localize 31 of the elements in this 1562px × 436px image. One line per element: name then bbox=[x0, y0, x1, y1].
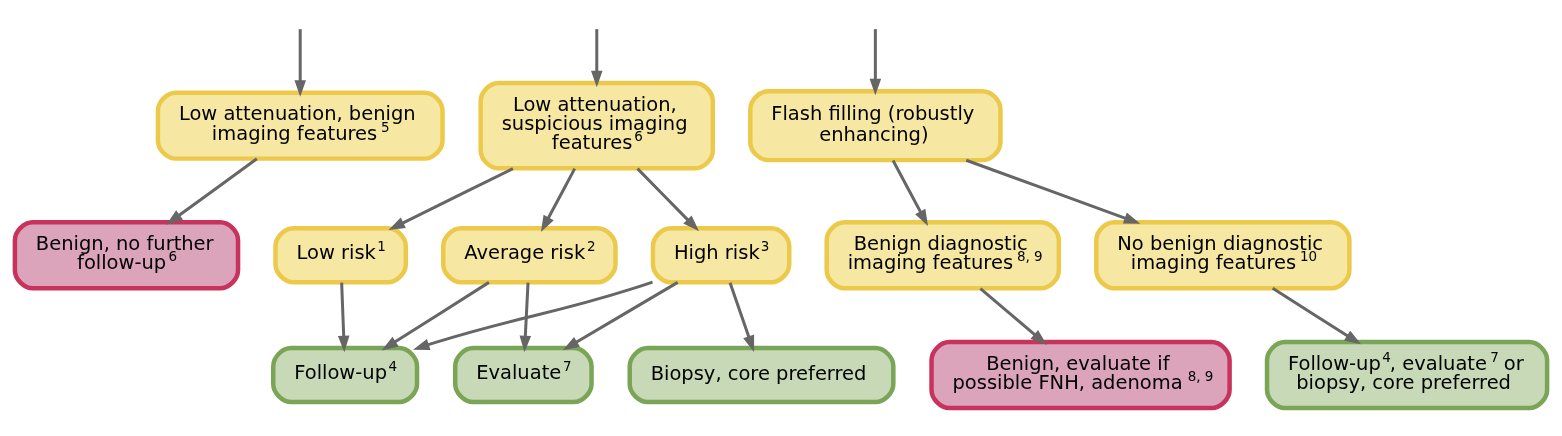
arrow bbox=[540, 167, 577, 233]
arrow bbox=[728, 282, 755, 352]
node-box: Low risk$^{1}$ bbox=[273, 226, 409, 285]
arrow bbox=[979, 287, 1047, 346]
node-box: Benign diagnostic imaging features$^{8, 9}$ bbox=[824, 220, 1062, 291]
node-box: Low attenuation, benign imaging features$^{5}$ bbox=[155, 90, 445, 161]
arrow bbox=[1271, 287, 1361, 345]
node-box: High risk$^{3}$ bbox=[650, 226, 792, 285]
node-box: Benign, no further follow-up$^{6}$ bbox=[12, 220, 241, 291]
node-box: Low attenuation, suspicious imaging features$^{6}$ bbox=[478, 80, 716, 171]
node-box: Flash filling (robustly enhancing) bbox=[748, 89, 1003, 163]
node-box: Average risk$^{2}$ bbox=[441, 226, 618, 285]
arrow bbox=[519, 282, 532, 353]
node-box: No benign diagnostic imaging features$^{10}$ bbox=[1094, 220, 1352, 291]
arrow bbox=[891, 159, 928, 227]
node-box: Follow-up$^{4}$ bbox=[271, 345, 420, 405]
arrow bbox=[965, 158, 1141, 224]
node-box: Evaluate$^{7}$ bbox=[453, 345, 594, 405]
node-box: Biopsy, core preferred bbox=[627, 345, 896, 405]
arrow bbox=[413, 280, 653, 351]
arrow bbox=[388, 167, 514, 231]
arrow bbox=[591, 29, 603, 88]
arrow bbox=[869, 29, 882, 96]
arrow bbox=[337, 282, 350, 353]
node-box: Benign, evaluate if possible FNH, adenoma$^{8, 9}$ bbox=[929, 339, 1232, 411]
arrow bbox=[381, 281, 490, 351]
arrow bbox=[636, 167, 700, 232]
arrow bbox=[166, 157, 258, 225]
arrow bbox=[294, 29, 306, 97]
arrow bbox=[562, 281, 679, 351]
node-box: Follow-up$^{4}$, evaluate$^{7}$ or biopsy, core preferred bbox=[1264, 339, 1550, 411]
